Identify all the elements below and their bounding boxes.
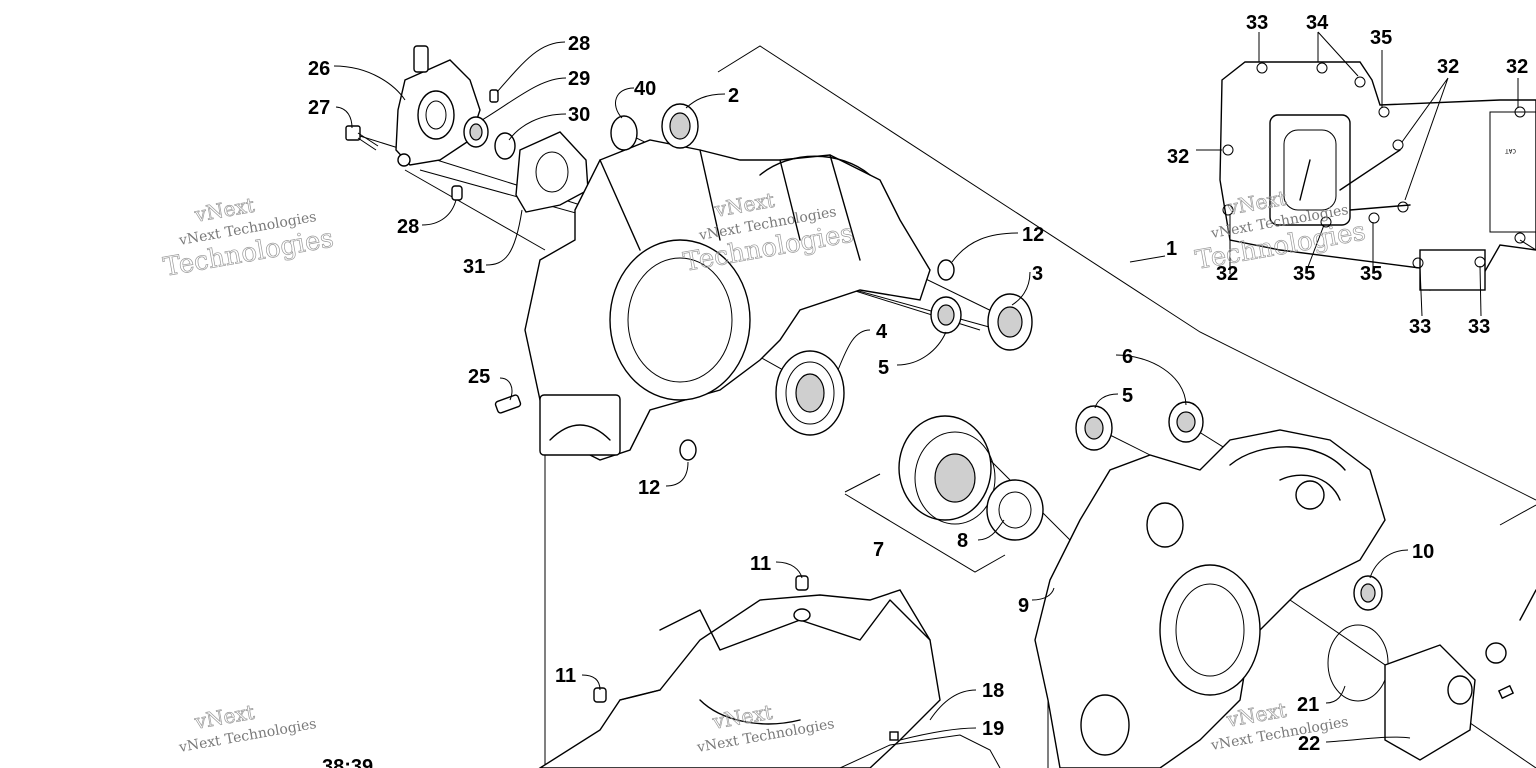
- watermark-1: vNext vNext Technologies Technologies: [161, 192, 336, 283]
- callout-32b: 32: [1506, 56, 1528, 78]
- ring-40: [610, 115, 638, 151]
- callout-18: 18: [982, 680, 1004, 702]
- crankcase-right-half: [1034, 429, 1386, 768]
- bearing-5a: [930, 296, 962, 334]
- callout-11b: 11: [555, 665, 576, 687]
- washer-part: [1485, 642, 1507, 664]
- assembly-bracket-lines: [544, 45, 1536, 768]
- crankcase-lower-half: [538, 589, 941, 768]
- bearing-5b: [1075, 405, 1113, 451]
- seal-2: [661, 103, 699, 149]
- dowel-pin-11b: [593, 687, 607, 703]
- crankcase-left-half: [524, 139, 931, 461]
- callout-6: 6: [1122, 346, 1133, 368]
- callout-19: 19: [982, 718, 1004, 740]
- callout-8: 8: [957, 530, 968, 552]
- bearing-6: [1168, 401, 1204, 443]
- watermark-4: vNext vNext Technologies: [177, 699, 318, 756]
- callout-28a: 28: [568, 33, 590, 55]
- callout-9: 9: [1018, 595, 1029, 617]
- callout-25: 25: [468, 366, 490, 388]
- callout-2: 2: [728, 85, 739, 107]
- callout-5a: 5: [878, 357, 889, 379]
- callout-22: 22: [1298, 733, 1320, 755]
- bearing-29: [463, 116, 489, 148]
- callout-35a: 35: [1370, 27, 1392, 49]
- callout-38-39: 38;39: [322, 756, 373, 768]
- bolt-part: [1497, 684, 1515, 700]
- callout-35b: 35: [1293, 263, 1315, 285]
- dowel-pin-11a: [795, 575, 809, 591]
- callout-40: 40: [634, 78, 656, 100]
- callout-32d: 32: [1216, 263, 1238, 285]
- callout-32c: 32: [1167, 146, 1189, 168]
- callout-33c: 33: [1468, 316, 1490, 338]
- roller-bearing-4: [775, 350, 845, 436]
- callout-leaders: [333, 31, 1536, 743]
- dowel-pin-28a: [489, 89, 499, 103]
- callout-1: 1: [1166, 238, 1177, 260]
- callout-34: 34: [1306, 12, 1329, 34]
- dowel-pin-12b: [679, 439, 697, 461]
- callout-33a: 33: [1246, 12, 1268, 34]
- rod-part: [1519, 589, 1536, 621]
- callout-21: 21: [1297, 694, 1319, 716]
- callout-32a: 32: [1437, 56, 1459, 78]
- callout-5b: 5: [1122, 385, 1133, 407]
- dowel-pin-12a: [937, 259, 955, 281]
- callout-3: 3: [1032, 263, 1043, 285]
- bolt-18: [889, 731, 899, 741]
- callout-31: 31: [463, 256, 485, 278]
- o-ring-30: [494, 132, 516, 160]
- bolt-27: [345, 125, 379, 151]
- callout-7: 7: [873, 539, 884, 561]
- callout-28b: 28: [397, 216, 419, 238]
- svg-text:CAT: CAT: [1505, 147, 1516, 154]
- callout-35c: 35: [1360, 263, 1382, 285]
- inset-case-view: CAT: [1219, 61, 1536, 291]
- callout-10: 10: [1412, 541, 1434, 563]
- cover-22: [1384, 644, 1476, 761]
- callout-27: 27: [308, 97, 330, 119]
- callout-29: 29: [568, 68, 590, 90]
- plug-25: [494, 394, 522, 414]
- callout-26: 26: [308, 58, 330, 80]
- callout-4: 4: [876, 321, 888, 343]
- callout-11a: 11: [750, 553, 771, 575]
- callout-labels: 1 2 3 4 5 5 6 7 8 9 10 11 11 12 12 18 19…: [308, 12, 1528, 768]
- dowel-pin-28b: [451, 185, 463, 201]
- gasket-31: [515, 131, 589, 213]
- gasket-19: [839, 734, 1001, 768]
- water-pump-cover: [395, 45, 481, 167]
- callout-30: 30: [568, 104, 590, 126]
- callout-12a: 12: [1022, 224, 1044, 246]
- callout-33b: 33: [1409, 316, 1431, 338]
- main-bearing-7: [898, 415, 996, 525]
- o-ring-21: [1327, 624, 1389, 702]
- bearing-3: [987, 293, 1033, 351]
- callout-12b: 12: [638, 477, 660, 499]
- seal-10: [1353, 575, 1383, 611]
